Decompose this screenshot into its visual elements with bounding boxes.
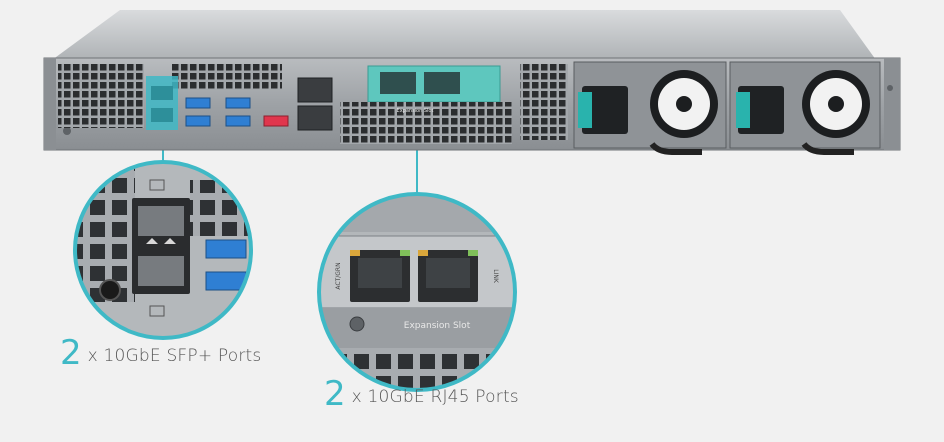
rj45-port-count: 2 bbox=[324, 374, 346, 414]
port-label-left: ACT/GRN bbox=[335, 262, 342, 289]
sfp-port-icon bbox=[138, 256, 184, 286]
screw-icon bbox=[349, 316, 365, 332]
vent-grid-top bbox=[172, 64, 282, 90]
audio-jack-icon bbox=[99, 279, 121, 301]
psu-latch-icon bbox=[736, 92, 750, 128]
rj45-port-icon bbox=[297, 77, 333, 103]
usb-port-icon bbox=[185, 97, 211, 109]
sfp-port-count: 2 bbox=[60, 333, 82, 373]
sfp-zoom-circle bbox=[73, 160, 253, 340]
port-number-icon bbox=[149, 305, 165, 317]
screw-icon bbox=[887, 85, 893, 91]
rj45-port-icon bbox=[297, 105, 333, 131]
port-number-icon bbox=[149, 179, 165, 191]
card-rj45-port-icon bbox=[424, 72, 460, 94]
sfp-port-icon bbox=[138, 206, 184, 236]
sfp-port-icon bbox=[151, 108, 173, 122]
psu-handle-icon bbox=[801, 142, 854, 155]
mounting-ear-left bbox=[44, 58, 56, 150]
chassis-top bbox=[52, 10, 876, 60]
usb-port-icon bbox=[225, 97, 251, 109]
psu-latch-icon bbox=[578, 92, 592, 128]
usb-port-icon bbox=[225, 115, 251, 127]
screw-icon bbox=[63, 127, 71, 135]
expansion-card-zoom bbox=[319, 235, 515, 309]
vent-grid-middle bbox=[340, 102, 512, 144]
port-label-right: LINK bbox=[492, 269, 499, 284]
usb-port-icon bbox=[205, 239, 247, 259]
expansion-slot-label-small: Expansion Slot bbox=[397, 108, 434, 114]
rj45-zoom-circle: ACT/GRN LINK Expansion Slot bbox=[317, 192, 517, 392]
sfp-port-description: x 10GbE SFP+ Ports bbox=[87, 346, 262, 366]
psu-handle-icon bbox=[649, 142, 702, 155]
red-port-icon bbox=[263, 115, 289, 127]
mounting-ear-right bbox=[884, 58, 900, 150]
sfp-port-icon bbox=[151, 86, 173, 100]
vent-grid-left bbox=[58, 64, 144, 128]
power-socket-icon bbox=[582, 86, 628, 134]
usb-port-icon bbox=[205, 271, 247, 291]
expansion-slot-label: Expansion Slot bbox=[404, 321, 471, 331]
vent-grid-right bbox=[520, 64, 568, 140]
rj45-port-description: x 10GbE RJ45 Ports bbox=[351, 387, 519, 407]
card-rj45-port-icon bbox=[380, 72, 416, 94]
usb-port-icon bbox=[185, 115, 211, 127]
